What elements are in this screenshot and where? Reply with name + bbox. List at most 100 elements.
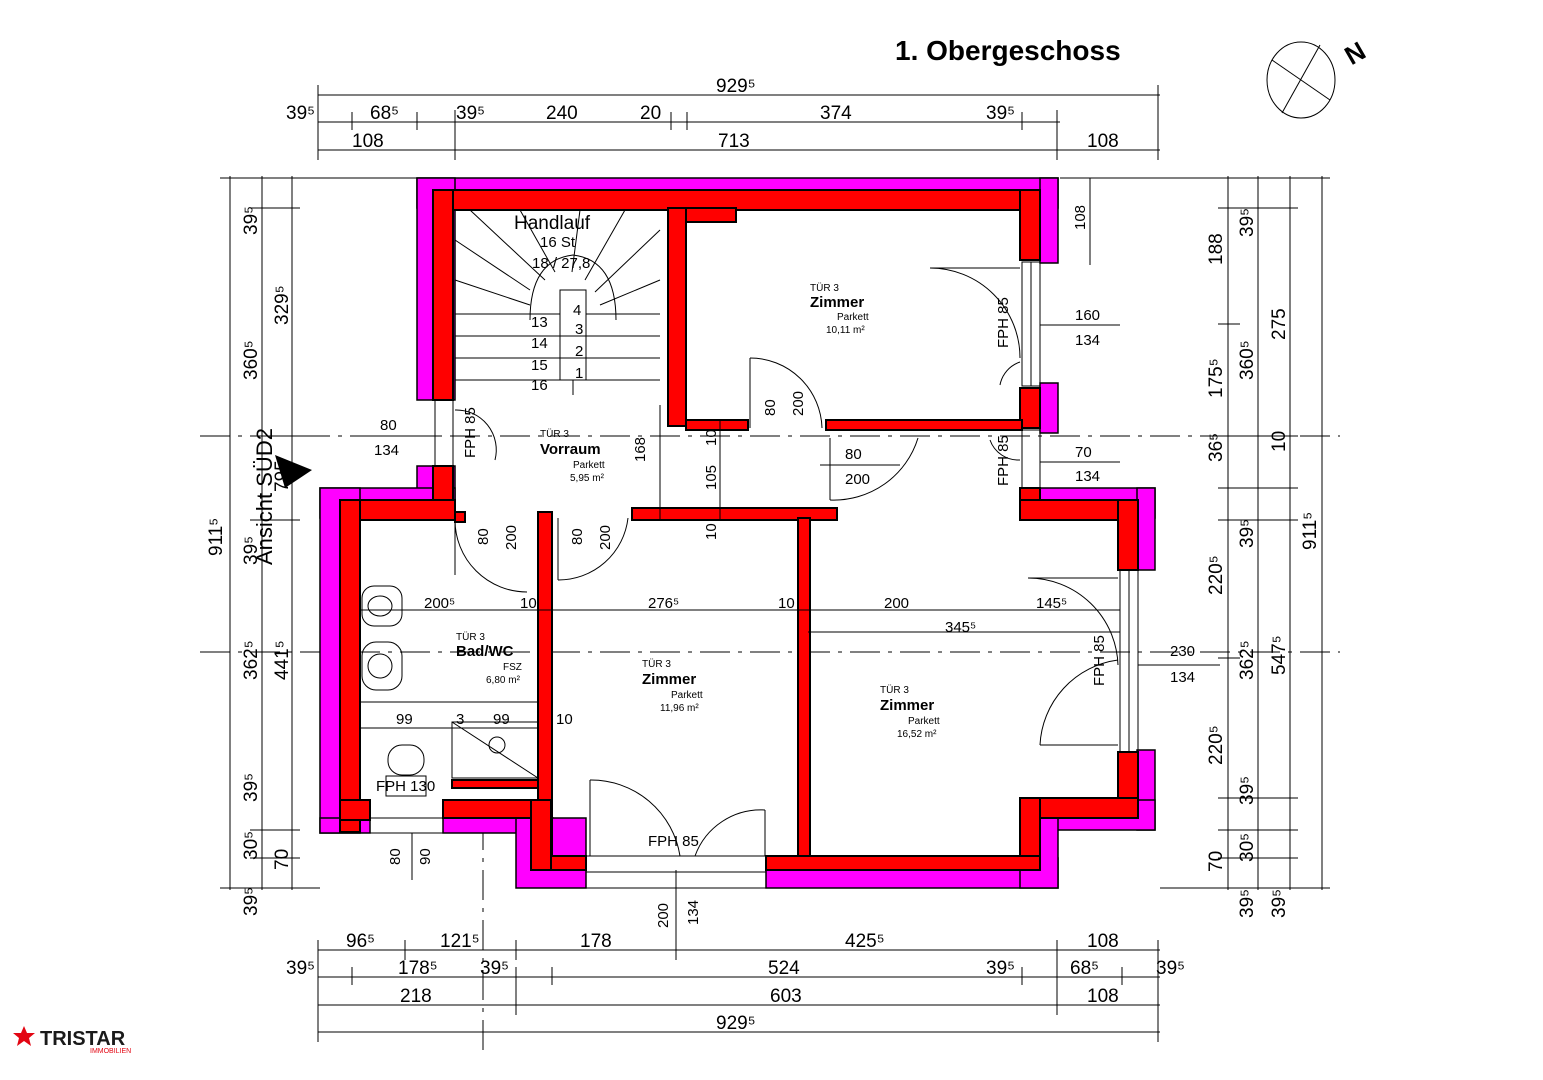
room-area: 10,11 m² <box>826 325 865 336</box>
left-dimensions: 911⁵ 360⁵ 441⁵ 39⁵ 329⁵ 39⁵ 362⁵ 39⁵ 30⁵… <box>206 176 420 916</box>
dim-right-3: 175⁵ <box>1206 358 1227 398</box>
dim-right-10: 30⁵ <box>1237 833 1258 862</box>
dim-right-4: 36⁵ <box>1206 433 1227 462</box>
room-zimmer-2: TÜR 3 Zimmer Parkett 11,96 m² <box>642 658 703 714</box>
washbasin-icon <box>361 641 403 691</box>
room-area: 6,80 m² <box>486 675 521 686</box>
dim-bottom-15: 108 <box>1087 986 1119 1007</box>
idim-15: 134 <box>1075 332 1100 349</box>
logo-subtext: IMMOBILIEN <box>90 1048 131 1055</box>
dim-bottom-3: 178 <box>580 931 612 952</box>
dim-bottom-5: 108 <box>1087 931 1119 952</box>
dim-right-13: 39⁵ <box>1237 519 1258 548</box>
room-name: Zimmer <box>642 671 696 688</box>
dim-left-2: 329⁵ <box>272 285 293 325</box>
idim-11: 10 <box>556 711 573 728</box>
idim-20: 80 <box>845 446 862 463</box>
idim-8: 99 <box>396 711 413 728</box>
idim-29: 10 <box>703 429 720 446</box>
dim-bottom-1: 96⁵ <box>346 931 375 952</box>
room-vorraum: TÜR 3 Vorraum Parkett 5,95 m² <box>540 428 605 484</box>
dim-bottom-6: 39⁵ <box>286 958 315 979</box>
dim-top-9: 713 <box>718 131 750 152</box>
step-1: 1 <box>575 365 583 382</box>
star-icon <box>13 1026 35 1046</box>
view-arrow-icon <box>275 455 312 488</box>
window-label-2: FPH 85 <box>995 435 1012 486</box>
room-name: Zimmer <box>880 697 934 714</box>
washbasin-icon <box>361 585 403 627</box>
room-door-type: TÜR 3 <box>810 282 839 294</box>
window-label-6: FPH 130 <box>376 778 435 795</box>
plan-title: 1. Obergeschoss <box>895 35 1121 66</box>
step-3: 3 <box>575 321 583 338</box>
dim-right-7: 220⁵ <box>1206 725 1227 765</box>
window-labels: FPH 85 FPH 85 FPH 85 FPH 85 FPH 85 FPH 1… <box>376 297 1108 850</box>
tristar-logo: TRISTAR IMMOBILIEN <box>13 1026 131 1055</box>
idim-3: 276⁵ <box>648 595 679 612</box>
interior-dim-text: 200⁵ 10 276⁵ 10 200 145⁵ 345⁵ 99 3 99 10… <box>374 205 1195 928</box>
idim-2: 10 <box>520 595 537 612</box>
idim-6: 145⁵ <box>1036 595 1067 612</box>
step-4: 4 <box>573 302 581 319</box>
idim-16: 70 <box>1075 444 1092 461</box>
room-name: Bad/WC <box>456 643 514 660</box>
dim-left-6: 30⁵ <box>241 831 262 860</box>
idim-1: 200⁵ <box>424 595 455 612</box>
window-label-3: FPH 85 <box>1091 635 1108 686</box>
dim-bottom-8: 39⁵ <box>480 958 509 979</box>
idim-36: 134 <box>685 900 702 925</box>
walls <box>339 189 1139 871</box>
dim-left-3: 39⁵ <box>241 536 262 565</box>
logo-text: TRISTAR <box>40 1028 126 1050</box>
dim-bottom-12: 39⁵ <box>1156 958 1185 979</box>
dim-top-6: 374 <box>820 103 852 124</box>
idim-31: 10 <box>703 523 720 540</box>
dim-left-mid1: 360⁵ <box>241 340 262 380</box>
room-name: Zimmer <box>810 294 864 311</box>
dim-top-8: 108 <box>352 131 384 152</box>
step-13: 13 <box>531 314 548 331</box>
shower-icon <box>451 721 539 779</box>
bottom-dimensions: 96⁵ 121⁵ 178 425⁵ 108 39⁵ 178⁵ 39⁵ 524 3… <box>286 931 1185 1042</box>
dim-right-6: 362⁵ <box>1237 640 1258 680</box>
room-area: 5,95 m² <box>570 473 605 484</box>
idim-35: 200 <box>655 903 672 928</box>
window-openings <box>369 261 1139 889</box>
dim-top-7: 39⁵ <box>986 103 1015 124</box>
dim-right-8: 39⁵ <box>1237 776 1258 805</box>
dim-bottom-2: 121⁵ <box>440 931 480 952</box>
dim-right-12: 39⁵ <box>1269 889 1290 918</box>
step-14: 14 <box>531 335 548 352</box>
dim-top-3: 39⁵ <box>456 103 485 124</box>
window-label-1: FPH 85 <box>995 297 1012 348</box>
idim-9: 3 <box>456 711 464 728</box>
room-floor: Parkett <box>573 460 605 471</box>
room-area: 11,96 m² <box>660 703 699 714</box>
step-16: 16 <box>531 377 548 394</box>
room-door-type: TÜR 3 <box>880 684 909 696</box>
idim-10: 99 <box>493 711 510 728</box>
idim-13: 134 <box>374 442 399 459</box>
idim-28: 168 <box>632 437 649 462</box>
room-zimmer-1: TÜR 3 Zimmer Parkett 10,11 m² <box>810 282 869 336</box>
north-arrow-icon: N <box>1266 35 1371 119</box>
interior-dim-lines <box>350 178 1220 940</box>
idim-23: 200 <box>790 391 807 416</box>
idim-30: 105 <box>703 465 720 490</box>
dim-top-5: 20 <box>640 103 661 124</box>
dim-bottom-9: 524 <box>768 958 800 979</box>
room-floor: FSZ <box>503 662 522 673</box>
idim-25: 200 <box>503 525 520 550</box>
dim-right-2: 188 <box>1206 233 1227 265</box>
room-floor: Parkett <box>837 312 869 323</box>
step-2: 2 <box>575 343 583 360</box>
window-label-4: FPH 85 <box>462 407 479 458</box>
idim-7: 345⁵ <box>945 619 976 636</box>
dim-left-5: 39⁵ <box>241 773 262 802</box>
view-indicator: Ansicht SÜD2 <box>252 428 312 565</box>
dim-left-8: 39⁵ <box>241 887 262 916</box>
dim-bottom-total: 929⁵ <box>716 1013 756 1034</box>
room-door-type: TÜR 3 <box>456 631 485 643</box>
right-dimensions: 911⁵ 275 547⁵ 39⁵ 188 175⁵ 36⁵ 220⁵ 362⁵… <box>1060 176 1330 918</box>
